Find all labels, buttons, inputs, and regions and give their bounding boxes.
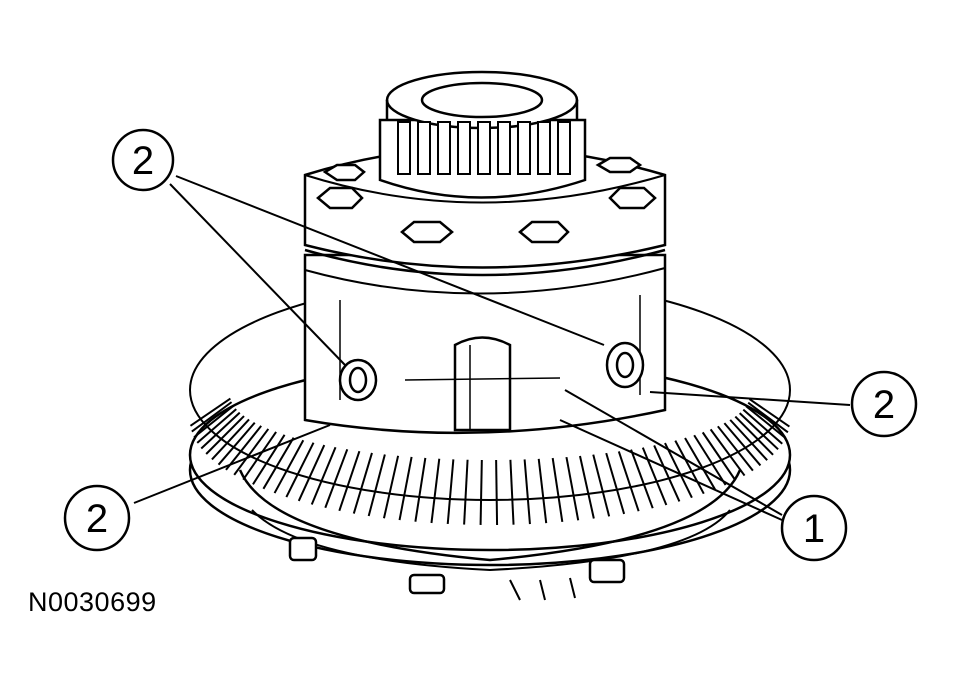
gear-tooth-line (217, 422, 256, 466)
differential-case (303, 248, 667, 435)
gear-tooth-line (742, 408, 783, 445)
gear-tooth-line (233, 428, 270, 476)
gear-tooth-line (734, 415, 774, 456)
gear-tooth-line (196, 408, 237, 444)
gear-tooth-line (495, 459, 499, 525)
bearing-roller (437, 121, 451, 175)
bearing-roller (457, 121, 471, 175)
gear-tooth-line (414, 457, 427, 522)
gear-tooth-line (684, 437, 716, 490)
bearing-roller (537, 121, 551, 175)
gear-tooth-line (430, 458, 441, 524)
gear-tooth-line (605, 452, 626, 515)
callout-top-left: 2 (111, 128, 175, 192)
bearing-roller (497, 121, 511, 175)
leader-lines (133, 175, 851, 521)
bearing-roller (557, 121, 571, 175)
gear-tooth-line (367, 454, 386, 517)
bearing-roller (397, 121, 411, 175)
gear-tooth-line (398, 456, 413, 521)
svg-text:2: 2 (873, 383, 895, 427)
gear-tooth-line (738, 412, 779, 451)
gear-tooth-line (701, 431, 737, 481)
gear-tooth-line (592, 454, 611, 517)
gear-tooth-line (717, 425, 754, 472)
gear-tooth-line (446, 459, 455, 525)
callout-right: 2 (850, 370, 918, 438)
gear-tooth-line (324, 448, 349, 509)
gear-tooth-line (273, 439, 305, 494)
callout-bottom-right: 1 (780, 494, 848, 562)
gear-tooth-line (509, 459, 515, 525)
gear-tooth-line (537, 458, 548, 524)
gear-tooth-line (693, 434, 727, 486)
gear-tooth-line (641, 447, 668, 506)
gear-tooth-line (729, 419, 768, 461)
gear-tooth-line (338, 450, 361, 512)
gear-tooth-line (617, 451, 640, 512)
gear-tooth-line (630, 449, 654, 509)
flange-bolt (316, 156, 657, 244)
gear-tooth-line (285, 442, 315, 498)
gear-tooth-line (664, 442, 693, 499)
carrier-bearing (378, 70, 587, 199)
gear-tooth-line (252, 434, 286, 485)
gear-tooth-line (463, 459, 469, 525)
gear-tooth-line (565, 456, 580, 521)
gear-tooth-line (200, 411, 241, 450)
gear-tooth-line (747, 401, 789, 434)
gear-tooth-line (225, 425, 262, 471)
gear-tooth-line (310, 446, 337, 505)
bearing-roller (417, 121, 431, 175)
gear-tooth-line (205, 415, 245, 455)
bearing-roller (517, 121, 531, 175)
gear-tooth-line (193, 404, 235, 439)
gear-tooth-line (191, 401, 233, 433)
svg-text:1: 1 (803, 507, 825, 551)
ring-gear-teeth (189, 397, 790, 525)
gear-tooth-line (523, 459, 531, 525)
gear-tooth-line (723, 422, 762, 467)
gear-tooth-line (189, 397, 231, 427)
gear-tooth-line (297, 444, 326, 502)
gear-tooth-line (653, 444, 681, 502)
gear-tooth-line (352, 452, 373, 514)
gear-tooth-line (262, 437, 295, 490)
gear-tooth-line (479, 459, 483, 525)
gear-tooth-line (382, 455, 400, 519)
gear-tooth-line (748, 398, 790, 428)
gear-tooth-line (745, 405, 787, 439)
bearing-rollers (397, 121, 571, 175)
gear-tooth-line (674, 440, 705, 495)
figure-id-label: N0030699 (28, 587, 157, 617)
svg-text:2: 2 (132, 139, 154, 183)
gear-tooth-line (709, 428, 746, 477)
gear-tooth-line (579, 455, 595, 519)
gear-tooth-line (242, 431, 277, 481)
svg-text:2: 2 (86, 497, 108, 541)
callout-bottom-left: 2 (63, 484, 131, 552)
bearing-roller (477, 121, 491, 175)
gear-tooth-line (211, 418, 250, 461)
gear-tooth-line (551, 457, 564, 523)
